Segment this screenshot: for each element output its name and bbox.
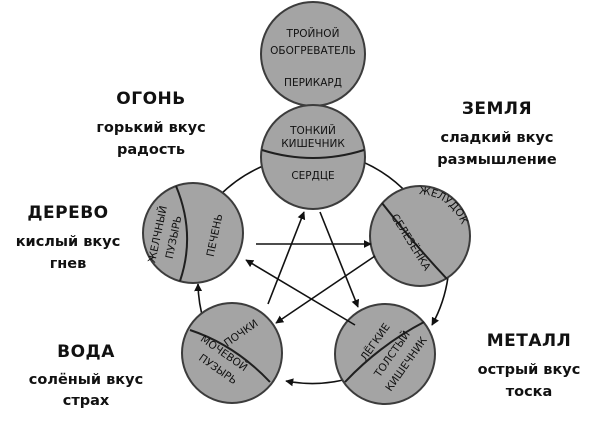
earth-taste: сладкий вкус xyxy=(441,130,554,146)
earth-label: ЗЕМЛЯ сладкий вкус размышление xyxy=(437,99,557,168)
earth-circle: ЖЕЛУДОК СЕЛЕЗЁНКА xyxy=(369,185,471,287)
fire-organ-heart: СЕРДЦЕ xyxy=(291,170,334,182)
control-cycle xyxy=(245,211,376,326)
water-title: ВОДА xyxy=(57,342,115,362)
metal-emotion: тоска xyxy=(506,384,553,400)
earth-title: ЗЕМЛЯ xyxy=(462,99,532,119)
metal-taste: острый вкус xyxy=(478,362,581,378)
top-circle-line3: ПЕРИКАРД xyxy=(284,77,342,89)
fire-taste: горький вкус xyxy=(96,120,205,136)
star-arrow-fire-metal xyxy=(319,211,360,308)
triple-warmer-circle: ТРОЙНОЙ ОБОГРЕВАТЕЛЬ ПЕРИКАРД xyxy=(260,1,366,107)
cycle-arc-earth-metal xyxy=(431,276,449,326)
star-arrow-metal-wood xyxy=(245,259,356,326)
metal-title: МЕТАЛЛ xyxy=(487,331,572,351)
fire-title: ОГОНЬ xyxy=(116,89,185,109)
cycle-arc-wood-fire xyxy=(218,165,264,197)
fire-organ-small-intestine-2: КИШЕЧНИК xyxy=(281,138,345,150)
water-label: ВОДА солёный вкус страх xyxy=(29,342,143,409)
fire-emotion: радость xyxy=(117,142,185,158)
top-circle-line2: ОБОГРЕВАТЕЛЬ xyxy=(270,45,356,57)
earth-emotion: размышление xyxy=(437,152,557,168)
star-arrow-earth-water xyxy=(275,255,376,324)
top-circle-line1: ТРОЙНОЙ xyxy=(286,27,340,40)
metal-label: МЕТАЛЛ острый вкус тоска xyxy=(478,331,581,400)
water-emotion: страх xyxy=(63,393,110,409)
wood-title: ДЕРЕВО xyxy=(27,203,108,223)
star-arrow-water-fire xyxy=(267,211,306,305)
fire-circle: ТОНКИЙ КИШЕЧНИК СЕРДЦЕ xyxy=(260,104,366,210)
wood-circle: ЖЕЛЧНЫЙ ПУЗЫРЬ ПЕЧЕНЬ xyxy=(142,182,244,284)
fire-label: ОГОНЬ горький вкус радость xyxy=(96,89,205,158)
water-circle: ПОЧКИ МОЧЕВОЙ ПУЗЫРЬ xyxy=(181,302,283,404)
wood-label: ДЕРЕВО кислый вкус гнев xyxy=(16,203,121,272)
water-taste: солёный вкус xyxy=(29,372,143,388)
metal-circle: ЛЁГКИЕ ТОЛСТЫЙ КИШЕЧНИК xyxy=(334,303,436,405)
fire-organ-small-intestine-1: ТОНКИЙ xyxy=(289,124,336,137)
wood-emotion: гнев xyxy=(50,256,87,272)
wood-taste: кислый вкус xyxy=(16,234,121,250)
